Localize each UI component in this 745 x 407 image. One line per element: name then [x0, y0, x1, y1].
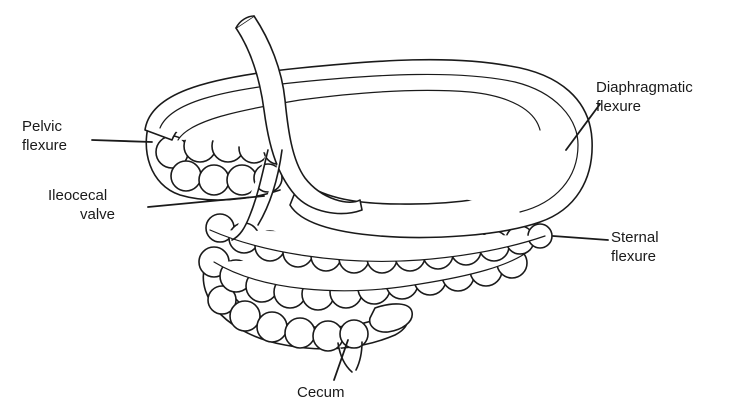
ileocecal-valve-label: Ileocecal valve: [48, 186, 115, 224]
cecum-label: Cecum: [297, 383, 345, 402]
pelvic-flexure-label: Pelvic flexure: [22, 117, 67, 155]
sternal-flexure-leader: [553, 236, 608, 240]
sternal-flexure-label: Sternal flexure: [611, 228, 659, 266]
pelvic-flexure-leader: [92, 140, 152, 142]
diaphragmatic-flexure-label: Diaphragmatic flexure: [596, 78, 693, 116]
